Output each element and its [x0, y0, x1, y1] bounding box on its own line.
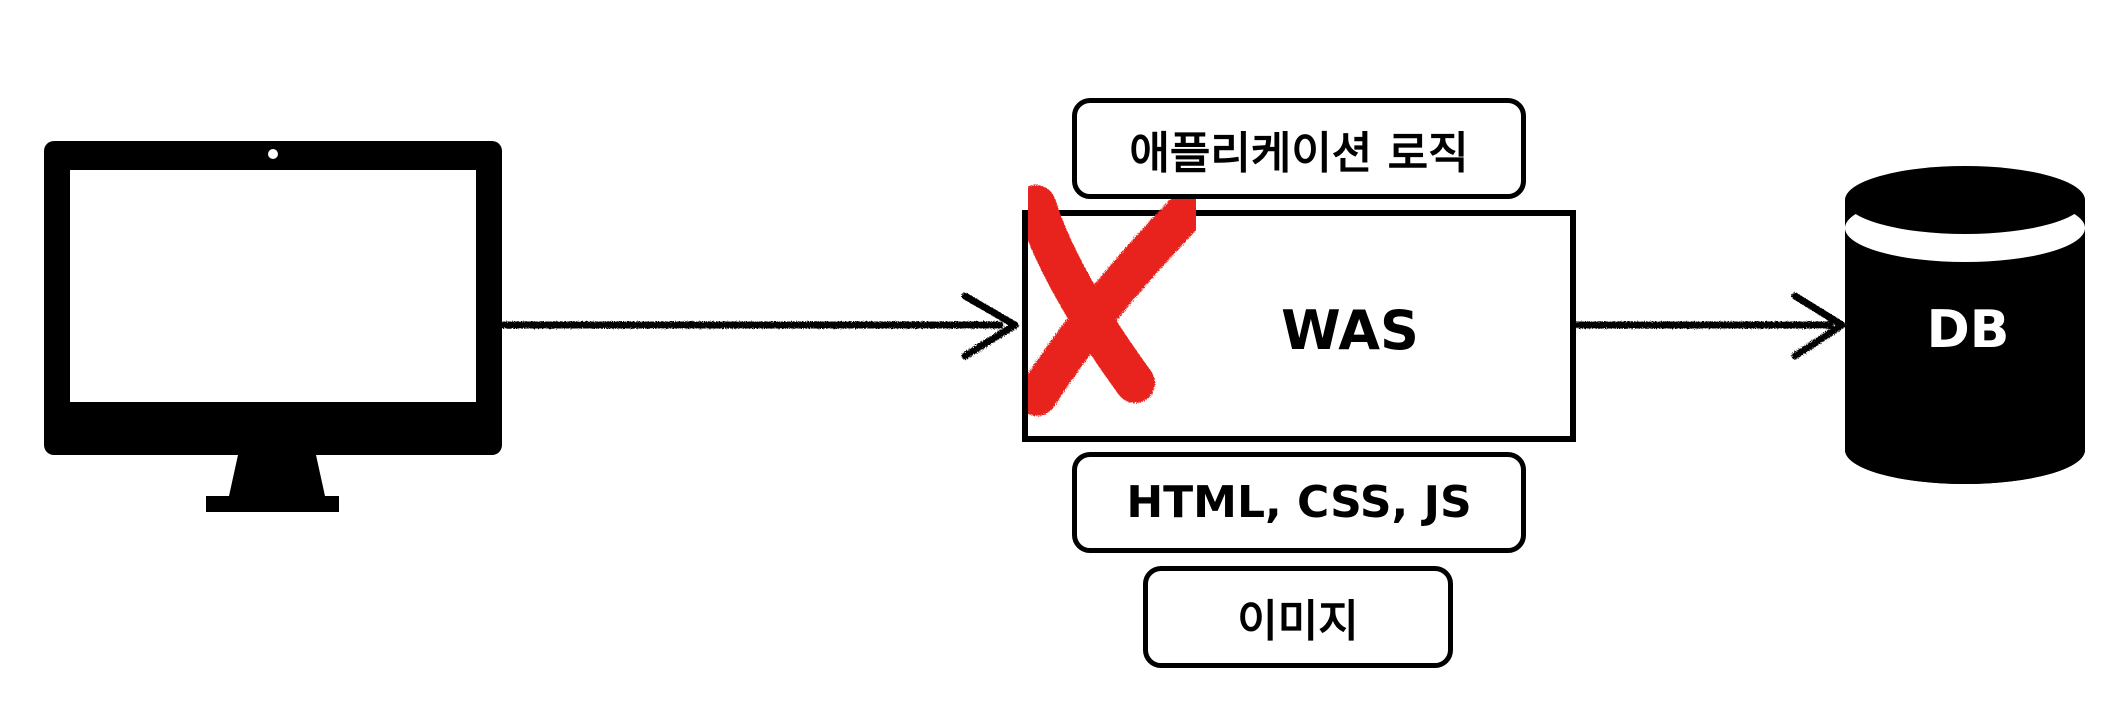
application-logic-box: 애플리케이션 로직: [1072, 98, 1526, 199]
static-resources-box: HTML, CSS, JS: [1072, 452, 1526, 553]
desktop-monitor-icon: [44, 141, 502, 512]
arrow-client-to-was: [499, 292, 1019, 360]
database-cylinder-icon: [1845, 166, 2085, 484]
red-x-mark-icon: [1016, 185, 1208, 416]
db-label: DB: [1926, 300, 2010, 360]
image-box: 이미지: [1143, 566, 1453, 668]
arrow-was-to-db: [1574, 292, 1846, 360]
was-label: WAS: [1281, 298, 1419, 362]
